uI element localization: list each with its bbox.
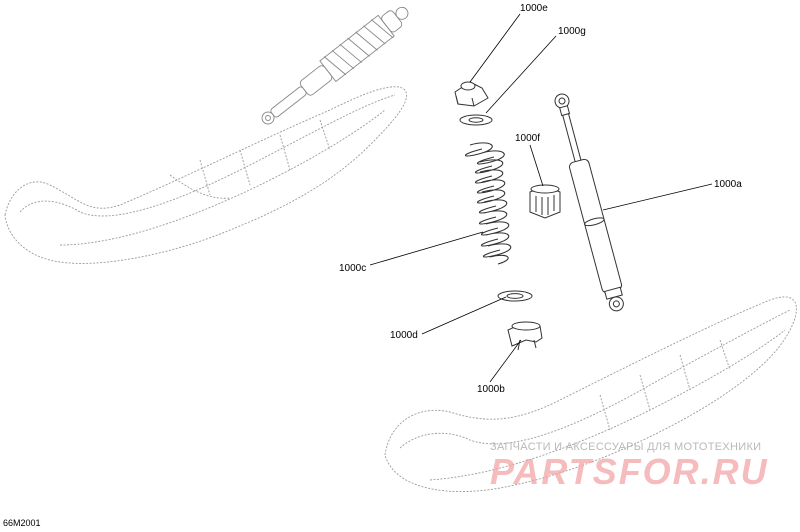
- lower-ski-outline: [384, 296, 797, 493]
- leader-line-1000c: [369, 231, 484, 266]
- callout-1000f: 1000f: [515, 133, 541, 144]
- bushing-part: [507, 321, 543, 351]
- leader-line-1000d: [421, 296, 507, 335]
- leader-line-1000g: [485, 35, 557, 114]
- upper-retainer-part: [454, 81, 489, 107]
- callout-1000b: 1000b: [477, 384, 505, 395]
- upper-ski-outline: [4, 86, 407, 264]
- assembled-shock-absorber: [261, 6, 409, 125]
- callout-1000a: 1000a: [714, 179, 742, 190]
- upper-spring-seat-part: [459, 114, 493, 126]
- watermark-brand: PARTSFOR.RU: [490, 451, 769, 492]
- leader-line-1000a: [602, 183, 713, 211]
- leader-line-1000f: [529, 144, 544, 187]
- callout-1000c: 1000c: [339, 263, 367, 274]
- callout-1000e: 1000e: [520, 3, 548, 14]
- callout-1000d: 1000d: [390, 330, 418, 341]
- spring-part: [464, 142, 512, 265]
- leader-line-1000b: [489, 339, 522, 383]
- shock-absorber-part: [554, 93, 624, 312]
- watermark-subtitle: ЗАПЧАСТИ И АКСЕССУАРЫ ДЛЯ МОТОТЕХНИКИ: [490, 441, 762, 453]
- lower-spring-seat-part: [497, 290, 533, 302]
- callout-1000g: 1000g: [558, 26, 586, 37]
- adjuster-sleeve-part: [529, 184, 561, 219]
- diagram-code: 66M2001: [3, 518, 41, 528]
- leader-line-1000e: [469, 13, 521, 83]
